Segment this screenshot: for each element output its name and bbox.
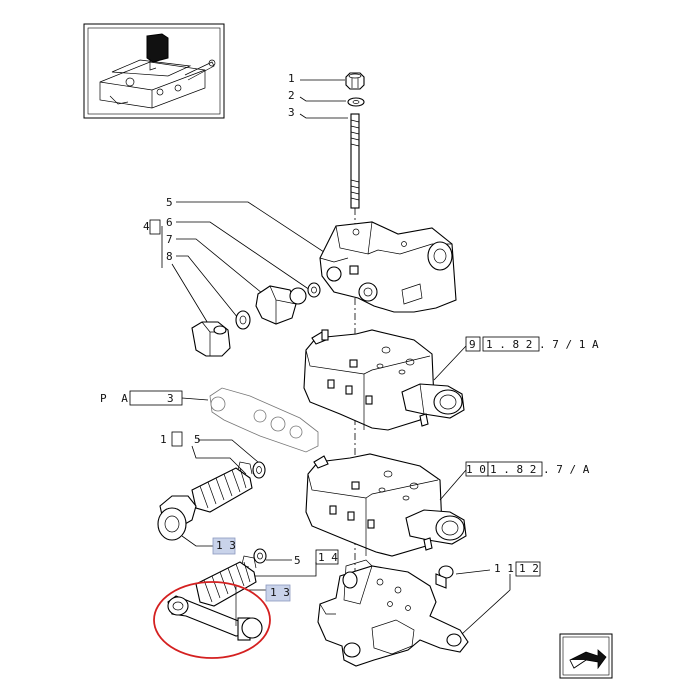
label-5-top: 5 xyxy=(166,196,173,209)
label-4: 4 xyxy=(143,220,150,233)
label-8: 8 xyxy=(166,250,173,263)
ref-9-page[interactable]: 1 . 8 2 . 7 / 1 A xyxy=(486,338,599,351)
upper-spring-kit xyxy=(157,461,266,541)
label-6: 6 xyxy=(166,216,173,229)
label-2: 2 xyxy=(288,89,295,102)
adjuster-nut-part xyxy=(255,285,307,325)
ref-10-page[interactable]: 1 . 8 2 . 7 / A xyxy=(490,463,590,476)
nut-part xyxy=(345,72,365,90)
label-5-lower: 5 xyxy=(294,554,301,567)
label-5-mid: 5 xyxy=(194,433,201,446)
bracket-bolt-part xyxy=(435,565,454,589)
label-7: 7 xyxy=(166,233,173,246)
label-3: 3 xyxy=(288,106,295,119)
tractor-overview-thumbnail[interactable] xyxy=(83,23,225,119)
label-13-lower: 1 3 xyxy=(270,586,290,599)
next-page-arrow-icon[interactable] xyxy=(559,633,613,679)
lever-link-ghost xyxy=(209,387,319,453)
plug-part xyxy=(191,321,231,357)
highlight-circle xyxy=(153,581,271,659)
washer-part xyxy=(347,97,365,107)
label-14-lower: 1 4 xyxy=(318,551,338,564)
o-ring-lower xyxy=(253,548,267,564)
lower-valve-section xyxy=(305,453,467,557)
ref-10: 1 0 xyxy=(466,463,486,476)
valve-cover-body xyxy=(319,221,457,313)
label-11: 1 1 xyxy=(494,562,514,575)
lower-spring-kit xyxy=(195,555,257,607)
upper-valve-section xyxy=(303,329,465,431)
mounting-bracket xyxy=(317,559,469,667)
label-12: 1 2 xyxy=(519,562,539,575)
label-13-upper: 1 3 xyxy=(216,539,236,552)
seal-ring xyxy=(235,310,251,330)
label-1: 1 xyxy=(288,72,295,85)
stud-part xyxy=(350,113,360,209)
pag-number[interactable]: 3 xyxy=(167,392,174,405)
o-ring xyxy=(307,282,321,298)
spool-lever-part xyxy=(167,586,263,641)
ref-9: 9 xyxy=(469,338,476,351)
